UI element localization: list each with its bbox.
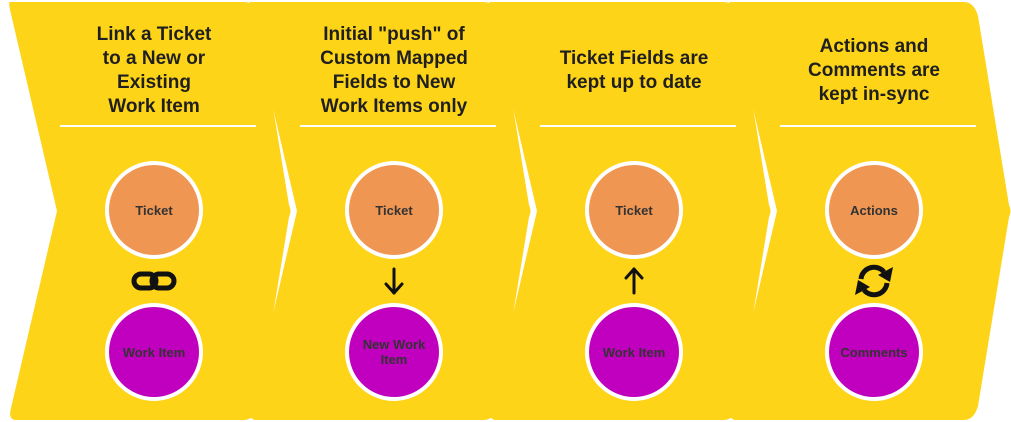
- arrow-up-icon: [624, 267, 644, 295]
- bottom-node-label: Work Item: [122, 344, 186, 360]
- step-chevron-3: [489, 2, 771, 420]
- step-title: Ticket Fields are kept up to date: [559, 48, 709, 93]
- bottom-node-label: Work Item: [602, 344, 666, 360]
- top-node-circle: [585, 161, 683, 259]
- top-node-label: Ticket: [135, 202, 173, 218]
- link-icon: [131, 271, 177, 291]
- sync-icon: [855, 264, 893, 298]
- top-node-label: Ticket: [375, 202, 413, 218]
- top-node-circle: [345, 161, 443, 259]
- step-title: Initial "push" of Custom Mapped Fields t…: [320, 24, 468, 117]
- step-chevron-4: [729, 2, 1011, 420]
- top-node-label: Actions: [850, 202, 898, 218]
- bottom-node-label: Comments: [840, 344, 908, 360]
- bottom-node-circle: [105, 303, 203, 401]
- top-node-circle: [105, 161, 203, 259]
- arrow-down-icon: [384, 267, 404, 295]
- step-chevron-2: [249, 2, 531, 420]
- top-node-circle: [825, 161, 923, 259]
- top-node-label: Ticket: [615, 202, 653, 218]
- step-chevron-1: [9, 2, 291, 420]
- step-title: Link a Ticket to a New or Existing Work …: [96, 24, 212, 117]
- bottom-node-circle: [345, 303, 443, 401]
- bottom-node-label: New Work Item: [362, 337, 426, 367]
- bottom-node-circle: [825, 303, 923, 401]
- step-title: Actions and Comments are kept in-sync: [808, 36, 940, 105]
- bottom-node-circle: [585, 303, 683, 401]
